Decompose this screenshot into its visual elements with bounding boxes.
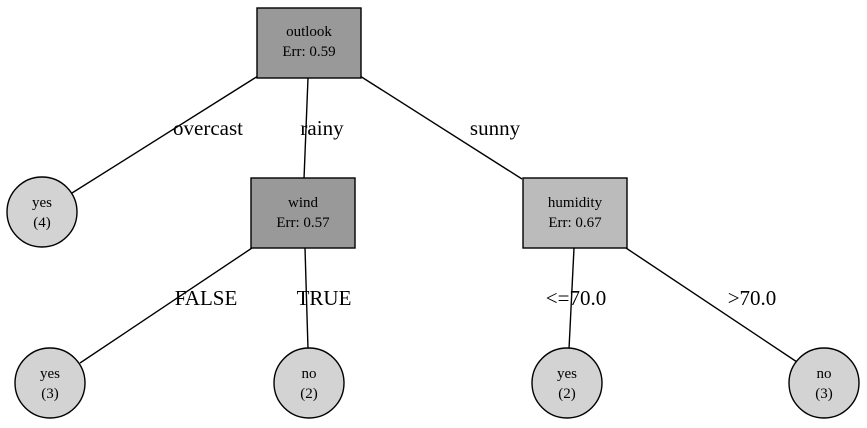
- leaf-true-count: (2): [300, 386, 318, 402]
- edge-label-gt70: >70.0: [728, 286, 777, 310]
- leaf-true-circle: [273, 347, 345, 419]
- leaf-le70-yes: yes (2): [531, 347, 603, 419]
- edge-label-true: TRUE: [297, 286, 352, 310]
- edge-label-overcast: overcast: [173, 116, 243, 140]
- leaf-le70-circle: [531, 347, 603, 419]
- leaf-overcast-count: (4): [33, 215, 51, 231]
- node-wind-box: [250, 177, 356, 249]
- leaf-false-class: yes: [40, 366, 60, 382]
- edge-humidity-gt70: [625, 247, 798, 363]
- node-wind-error: Err: 0.57: [276, 215, 330, 231]
- edge-label-sunny: sunny: [470, 116, 521, 140]
- edge-humidity-le70: [568, 247, 575, 350]
- edge-wind-false: [79, 247, 253, 364]
- leaf-overcast-yes: yes (4): [6, 176, 78, 248]
- edge-label-rainy: rainy: [300, 116, 344, 140]
- leaf-false-yes: yes (3): [14, 347, 86, 419]
- node-outlook-title: outlook: [286, 24, 332, 40]
- leaf-true-class: no: [302, 366, 317, 382]
- leaf-gt70-count: (3): [815, 386, 833, 402]
- leaf-false-circle: [14, 347, 86, 419]
- node-humidity-error: Err: 0.67: [548, 215, 602, 231]
- edge-outlook-rainy: [303, 77, 309, 180]
- node-wind: wind Err: 0.57: [250, 177, 356, 249]
- leaf-le70-count: (2): [558, 386, 576, 402]
- node-humidity-box: [522, 177, 628, 249]
- edge-label-le70: <=70.0: [546, 286, 606, 310]
- leaf-gt70-circle: [788, 347, 860, 419]
- leaf-le70-class: yes: [557, 366, 577, 382]
- leaf-false-count: (3): [41, 386, 59, 402]
- node-humidity: humidity Err: 0.67: [522, 177, 628, 249]
- leaf-overcast-class: yes: [32, 195, 52, 211]
- leaf-overcast-circle: [6, 176, 78, 248]
- node-wind-title: wind: [288, 195, 319, 211]
- node-outlook-box: [256, 7, 362, 79]
- edge-outlook-sunny: [359, 75, 523, 180]
- node-outlook-error: Err: 0.59: [282, 44, 335, 60]
- node-outlook: outlook Err: 0.59: [256, 7, 362, 79]
- leaf-true-no: no (2): [273, 347, 345, 419]
- leaf-gt70-class: no: [817, 366, 832, 382]
- edge-label-false: FALSE: [175, 286, 238, 310]
- leaf-gt70-no: no (3): [788, 347, 860, 419]
- edge-outlook-overcast: [71, 75, 259, 194]
- node-humidity-title: humidity: [548, 195, 603, 211]
- edge-wind-true: [304, 247, 309, 350]
